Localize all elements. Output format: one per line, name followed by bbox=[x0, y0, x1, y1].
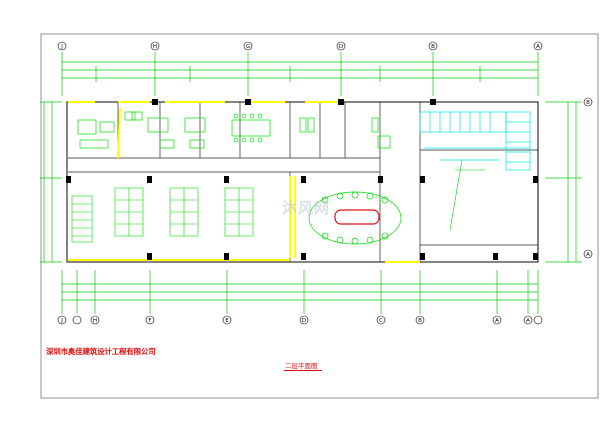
axis-label-bottom: C bbox=[379, 318, 383, 324]
sheet-title: 二层平面图 bbox=[285, 362, 318, 370]
axis-label-bottom: A bbox=[495, 318, 499, 324]
axis-labels: J H G D B A J H F E D C B A A B A bbox=[60, 44, 590, 324]
structural-columns bbox=[66, 99, 538, 260]
bottom-dimension-lines bbox=[61, 270, 539, 314]
sheet-title-underline bbox=[284, 370, 322, 371]
axis-label-top: B bbox=[431, 44, 435, 50]
watermark-text: 沐风网 bbox=[282, 199, 331, 217]
axis-bubbles-top bbox=[57, 41, 543, 51]
top-dimension-lines bbox=[61, 52, 539, 96]
axis-label-right: B bbox=[586, 100, 590, 106]
axis-label-bottom: J bbox=[60, 318, 63, 324]
axis-label-top: A bbox=[536, 44, 540, 50]
axis-label-bottom: A bbox=[526, 318, 530, 324]
company-name: 深圳市奥佳建筑设计工程有限公司 bbox=[46, 347, 156, 356]
stair-arrows bbox=[449, 159, 485, 231]
glass-partitions bbox=[68, 101, 420, 263]
sheet-frame bbox=[40, 33, 599, 399]
axis-label-top: D bbox=[339, 44, 343, 50]
side-dimension-lines bbox=[40, 101, 582, 263]
axis-label-bottom: D bbox=[302, 318, 306, 324]
axis-label-bottom: E bbox=[225, 318, 229, 324]
axis-label-top: G bbox=[246, 44, 250, 50]
axis-label-right: A bbox=[586, 252, 590, 258]
workstations bbox=[71, 187, 254, 243]
wall-lines bbox=[68, 102, 538, 262]
axis-bubbles-right bbox=[583, 97, 593, 259]
axis-label-bottom: H bbox=[93, 318, 97, 324]
conference-room bbox=[308, 191, 402, 245]
axis-label-bottom: B bbox=[418, 318, 422, 324]
axis-label-top: J bbox=[60, 44, 63, 50]
stairs bbox=[419, 111, 531, 171]
axis-label-top: H bbox=[153, 44, 157, 50]
axis-bubbles-bottom bbox=[57, 315, 543, 325]
axis-label-bottom: F bbox=[148, 318, 151, 324]
office-furniture bbox=[77, 111, 391, 149]
